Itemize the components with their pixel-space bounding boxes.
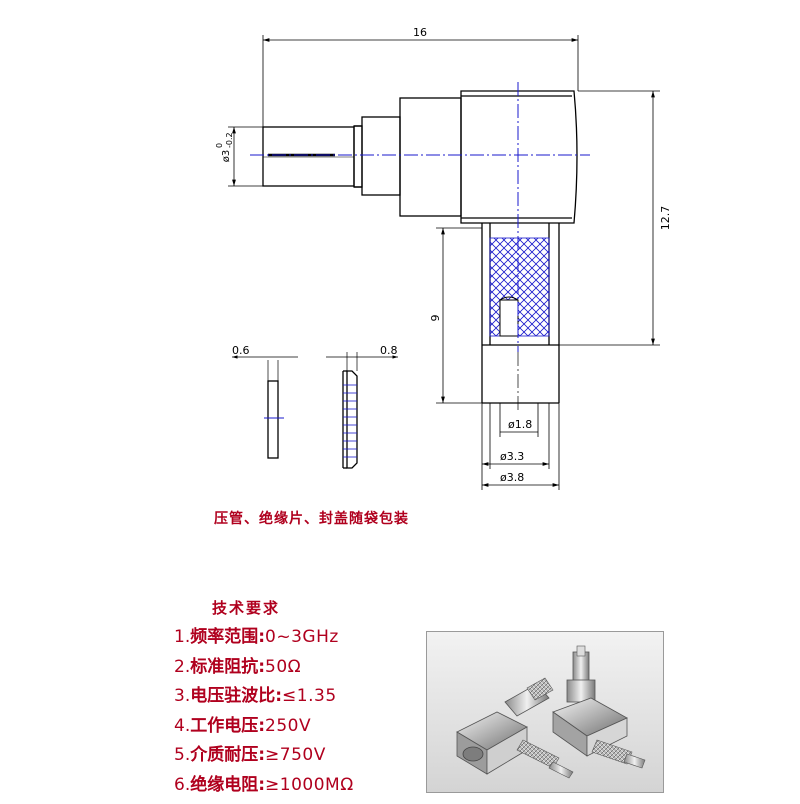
spec-value: 250V: [265, 715, 312, 736]
dim-pin-dia: ø1.8: [508, 418, 532, 431]
connector-photo-illustration: [427, 632, 663, 792]
dim-outer-dia: ø3.8: [500, 471, 524, 484]
spec-label: 电压驻波比:: [190, 686, 283, 706]
ferrule: [262, 126, 355, 187]
spec-label: 介质耐压:: [190, 745, 266, 765]
specs-title: 技术要求: [212, 599, 281, 617]
spec-item: 6.绝缘电阻:≥1000MΩ: [174, 771, 354, 801]
ferrule-tol-lower: -0.2: [225, 132, 234, 148]
dim-washer-thin: 0.6: [232, 344, 250, 357]
spec-value: 50Ω: [265, 656, 302, 677]
photo-connector-left: [456, 677, 554, 775]
spec-value: 0~3GHz: [265, 627, 339, 647]
spec-value: ≤1.35: [282, 686, 337, 706]
spec-num: 2.: [174, 656, 191, 677]
spec-value: ≥750V: [265, 745, 326, 765]
spec-item: 3.电压驻波比:≤1.35: [174, 682, 354, 712]
spec-num: 6.: [174, 774, 191, 795]
spec-label: 标准阻抗:: [190, 656, 266, 677]
spec-value: ≥1000MΩ: [265, 774, 354, 795]
step-collar: [361, 116, 401, 196]
dim-pin-length: 9: [429, 315, 442, 322]
dim-height: 12.7: [659, 206, 672, 231]
packaging-note: 压管、绝缘片、封盖随袋包装: [214, 511, 409, 527]
photo-connector-right: [516, 645, 646, 779]
head-block: [460, 90, 578, 224]
spec-item: 4.工作电压:250V: [174, 712, 354, 742]
specs-list: 1.频率范围:0~3GHz 2.标准阻抗:50Ω 3.电压驻波比:≤1.35 4…: [174, 623, 354, 800]
washer-thin: [232, 355, 298, 459]
spec-num: 5.: [174, 745, 191, 765]
spec-label: 频率范围:: [190, 627, 266, 647]
spec-num: 1.: [174, 627, 191, 647]
dim-washer-thick: 0.8: [380, 344, 398, 357]
ferrule-tol-upper: 0: [215, 143, 224, 148]
product-photo: [426, 631, 664, 793]
spec-label: 工作电压:: [190, 715, 266, 736]
spec-num: 3.: [174, 686, 191, 706]
dim-insulator-dia: ø3.3: [500, 450, 524, 463]
dimension-lines: [228, 35, 660, 490]
flange: [399, 97, 462, 217]
spec-num: 4.: [174, 715, 191, 736]
spec-item: 5.介质耐压:≥750V: [174, 741, 354, 771]
washer-thick: [326, 352, 398, 469]
dim-ferrule-dia: ø3 0 -0.2: [215, 132, 234, 162]
dim-overall-length: 16: [413, 26, 427, 39]
ferrule-dia-main: ø3: [221, 150, 232, 162]
spec-item: 1.频率范围:0~3GHz: [174, 623, 354, 653]
insulator-hatch: [489, 237, 550, 337]
centerlines: [250, 82, 590, 410]
spec-label: 绝缘电阻:: [190, 774, 266, 795]
spec-item: 2.标准阻抗:50Ω: [174, 653, 354, 683]
